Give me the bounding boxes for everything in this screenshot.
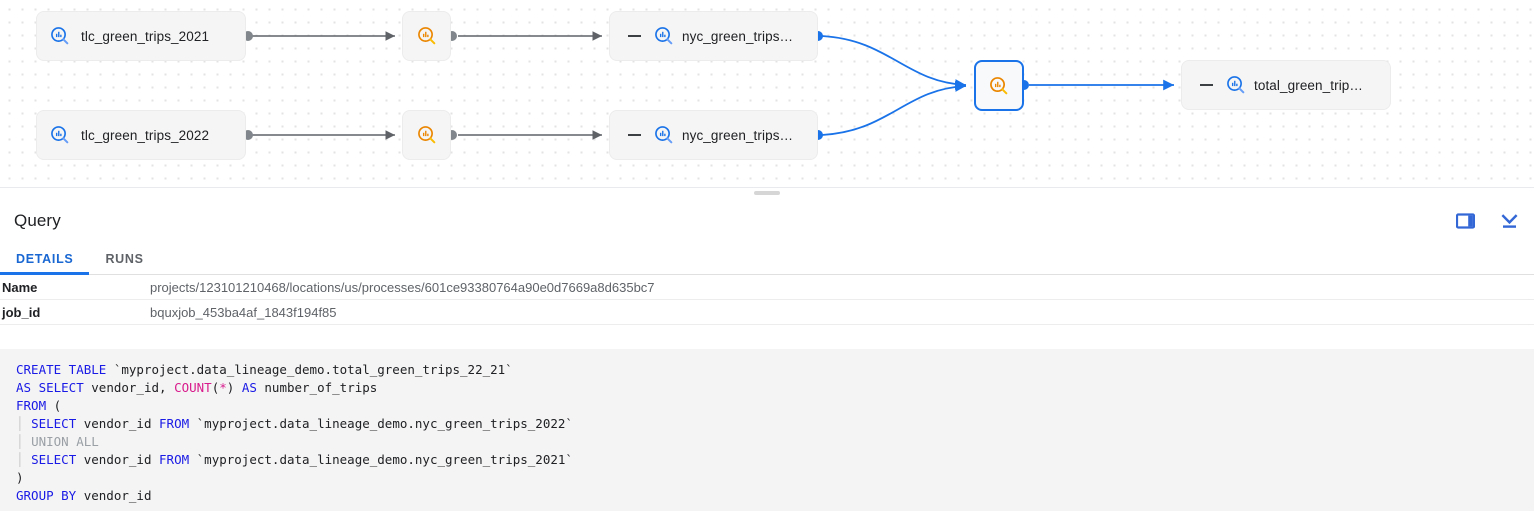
panel-resize-splitter[interactable]	[0, 187, 1534, 199]
collapse-node-icon[interactable]	[624, 125, 644, 145]
port-src-2022-out[interactable]	[243, 130, 253, 140]
tab-details[interactable]: DETAILS	[0, 243, 90, 275]
bigquery-table-icon	[655, 27, 673, 45]
port-src-2021-out[interactable]	[243, 31, 253, 41]
port-proc-union-out[interactable]	[1019, 80, 1029, 90]
split-view-glyph	[1455, 213, 1475, 229]
lineage-node-process-union-selected[interactable]	[974, 60, 1024, 111]
details-table: Name projects/123101210468/locations/us/…	[0, 275, 1534, 325]
lineage-node-label: tlc_green_trips_2022	[81, 127, 210, 143]
lineage-node-tlc-green-trips-2021[interactable]: tlc_green_trips_2021	[36, 11, 246, 61]
page-title: Query	[14, 211, 61, 230]
drag-handle-icon[interactable]	[754, 191, 780, 195]
bigquery-table-icon	[51, 27, 69, 45]
bigquery-table-icon	[1227, 76, 1245, 94]
detail-key-name: Name	[2, 279, 38, 295]
query-panel-header: Query	[0, 199, 1534, 243]
sql-code-text: CREATE TABLE `myproject.data_lineage_dem…	[16, 362, 573, 503]
port-nyc-2022-out[interactable]	[813, 130, 823, 140]
table-row: job_id bquxjob_453ba4af_1843f194f85	[0, 300, 1534, 325]
lineage-node-nyc-green-trips-2021[interactable]: nyc_green_trips…	[609, 11, 818, 61]
table-row: Name projects/123101210468/locations/us/…	[0, 275, 1534, 300]
lineage-node-label: tlc_green_trips_2021	[81, 28, 210, 44]
lineage-node-process-2021[interactable]	[402, 11, 451, 61]
lineage-node-nyc-green-trips-2022[interactable]: nyc_green_trips…	[609, 110, 818, 160]
panel-header-actions	[1454, 210, 1520, 232]
lineage-node-total-green-trips[interactable]: total_green_trip…	[1181, 60, 1391, 110]
lineage-node-label: nyc_green_trips…	[682, 127, 794, 143]
query-panel: Query DETAILS RUNS Name projects/1231012…	[0, 199, 1534, 511]
sql-code-block[interactable]: CREATE TABLE `myproject.data_lineage_dem…	[0, 349, 1534, 511]
collapse-node-icon[interactable]	[624, 26, 644, 46]
detail-value-job-id: bquxjob_453ba4af_1843f194f85	[150, 304, 337, 320]
lineage-graph-canvas[interactable]: tlc_green_trips_2021 tlc_green_trips_202…	[0, 0, 1534, 187]
bigquery-process-icon	[990, 76, 1008, 94]
port-proc-2022-out[interactable]	[447, 130, 457, 140]
bigquery-table-icon	[655, 126, 673, 144]
lineage-node-tlc-green-trips-2022[interactable]: tlc_green_trips_2022	[36, 110, 246, 160]
split-view-icon[interactable]	[1454, 210, 1476, 232]
lineage-node-label: nyc_green_trips…	[682, 28, 794, 44]
collapse-panel-icon[interactable]	[1498, 210, 1520, 232]
collapse-node-icon[interactable]	[1196, 75, 1216, 95]
bigquery-process-icon	[417, 126, 435, 144]
tab-runs[interactable]: RUNS	[105, 251, 144, 266]
collapse-down-glyph	[1501, 213, 1517, 228]
lineage-node-process-2022[interactable]	[402, 110, 451, 160]
port-nyc-2021-out[interactable]	[813, 31, 823, 41]
lineage-node-label: total_green_trip…	[1254, 77, 1364, 93]
detail-key-job-id: job_id	[2, 304, 41, 320]
bigquery-process-icon	[417, 27, 435, 45]
port-proc-2021-out[interactable]	[447, 31, 457, 41]
detail-value-name: projects/123101210468/locations/us/proce…	[150, 279, 655, 295]
query-panel-tabs: DETAILS RUNS	[0, 243, 1534, 275]
bigquery-table-icon	[51, 126, 69, 144]
